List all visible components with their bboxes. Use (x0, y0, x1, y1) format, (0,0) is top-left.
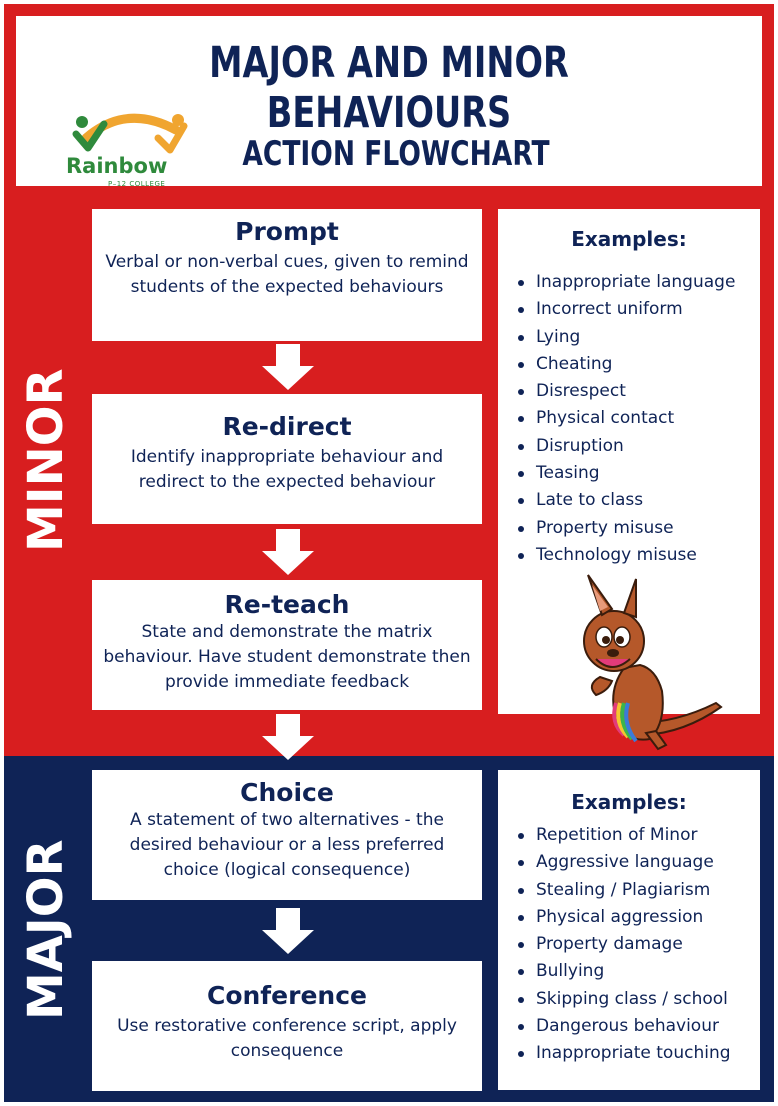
example-text: Repetition of Minor (536, 825, 698, 845)
list-item: Incorrect uniform (498, 296, 760, 323)
bullet-icon (518, 860, 524, 867)
list-item: Property misuse (498, 515, 760, 542)
bullet-icon (518, 471, 524, 478)
bullet-icon (518, 498, 524, 505)
step-reteach: Re-teach State and demonstrate the matri… (92, 580, 482, 710)
example-text: Inappropriate touching (536, 1043, 731, 1064)
logo-subtext: P–12 COLLEGE (108, 180, 166, 188)
logo-figures-icon (72, 113, 188, 154)
example-text: Disruption (536, 435, 624, 456)
minor-label: MINOR (18, 368, 74, 552)
down-arrow-icon (262, 908, 314, 954)
step-description: Use restorative conference script, apply… (117, 1016, 457, 1061)
list-item: Aggressive language (498, 849, 760, 876)
step-title: Re-direct (222, 412, 352, 441)
list-item: Skipping class / school (498, 986, 760, 1013)
list-item: Repetition of Minor (498, 822, 760, 849)
step-title: Prompt (235, 217, 339, 246)
bullet-icon (518, 416, 524, 423)
step-prompt: Prompt Verbal or non-verbal cues, given … (92, 209, 482, 341)
down-arrow-icon (262, 529, 314, 575)
list-item: Lying (498, 324, 760, 351)
bullet-icon (518, 914, 524, 921)
examples-heading: Examples: (571, 227, 687, 251)
example-text: Disrespect (536, 381, 626, 402)
list-item: Bullying (498, 958, 760, 985)
example-text: Property misuse (536, 517, 674, 538)
list-item: Physical contact (498, 405, 760, 432)
major-examples-panel: Examples: Repetition of Minor Aggressive… (498, 770, 760, 1090)
major-label: MAJOR (18, 839, 74, 1020)
list-item: Inappropriate touching (498, 1040, 760, 1067)
minor-examples-list: Inappropriate language Incorrect uniform… (498, 269, 760, 569)
list-item: Teasing (498, 460, 760, 487)
example-text: Stealing / Plagiarism (536, 879, 711, 900)
header: MAJOR AND MINOR BEHAVIOURS Rainbow P–12 … (16, 16, 762, 188)
examples-heading: Examples: (571, 790, 687, 814)
example-text: Physical contact (536, 408, 675, 429)
page-subtitle: ACTION FLOWCHART (242, 134, 550, 174)
bullet-icon (518, 942, 524, 949)
bullet-icon (518, 833, 524, 839)
bullet-icon (518, 969, 524, 976)
page-title: MAJOR AND MINOR BEHAVIOURS (209, 38, 569, 138)
bullet-icon (518, 389, 524, 396)
down-arrow-icon (262, 714, 314, 760)
list-item: Physical aggression (498, 904, 760, 931)
list-item: Dangerous behaviour (498, 1013, 760, 1040)
step-description: A statement of two alternatives - the de… (129, 810, 445, 880)
step-choice: Choice A statement of two alternatives -… (92, 770, 482, 900)
example-text: Bullying (536, 961, 605, 982)
list-item: Property damage (498, 931, 760, 958)
step-description: Identify inappropriate behaviour and red… (130, 447, 444, 492)
step-conference: Conference Use restorative conference sc… (92, 961, 482, 1091)
list-item: Disruption (498, 433, 760, 460)
bullet-icon (518, 996, 524, 1003)
major-examples-list: Repetition of Minor Aggressive language … (498, 822, 760, 1068)
bullet-icon (518, 280, 524, 286)
down-arrow-icon (262, 344, 314, 390)
step-description: Verbal or non-verbal cues, given to remi… (105, 252, 469, 297)
example-text: Physical aggression (536, 906, 704, 927)
list-item: Disrespect (498, 378, 760, 405)
step-title: Conference (206, 981, 367, 1010)
bullet-icon (518, 1051, 524, 1058)
bullet-icon (518, 443, 524, 450)
example-text: Dangerous behaviour (536, 1016, 719, 1037)
logo-wordmark: Rainbow (66, 154, 168, 178)
step-redirect: Re-direct Identify inappropriate behavio… (92, 394, 482, 524)
list-item: Technology misuse (498, 542, 760, 569)
example-text: Property damage (536, 934, 683, 955)
step-title: Re-teach (224, 590, 350, 619)
bullet-icon (518, 887, 524, 894)
bullet-icon (518, 334, 524, 341)
bullet-icon (518, 1024, 524, 1031)
step-title: Choice (240, 778, 334, 807)
rainbow-college-logo-icon: Rainbow P–12 COLLEGE (66, 108, 196, 190)
example-text: Incorrect uniform (536, 299, 683, 320)
list-item: Cheating (498, 351, 760, 378)
bullet-icon (518, 307, 524, 314)
bullet-icon (518, 361, 524, 368)
list-item: Stealing / Plagiarism (498, 877, 760, 904)
bullet-icon (518, 525, 524, 532)
example-text: Technology misuse (536, 544, 697, 565)
example-text: Aggressive language (536, 852, 714, 873)
example-text: Lying (536, 326, 581, 347)
example-text: Late to class (536, 490, 644, 511)
bullet-icon (518, 552, 524, 559)
kangaroo-mascot-icon (583, 574, 723, 751)
example-text: Teasing (536, 463, 600, 484)
list-item: Late to class (498, 487, 760, 514)
example-text: Skipping class / school (536, 988, 728, 1009)
example-text: Inappropriate language (536, 272, 736, 292)
example-text: Cheating (536, 353, 613, 374)
step-description: State and demonstrate the matrix behavio… (103, 622, 471, 692)
list-item: Inappropriate language (498, 269, 760, 296)
